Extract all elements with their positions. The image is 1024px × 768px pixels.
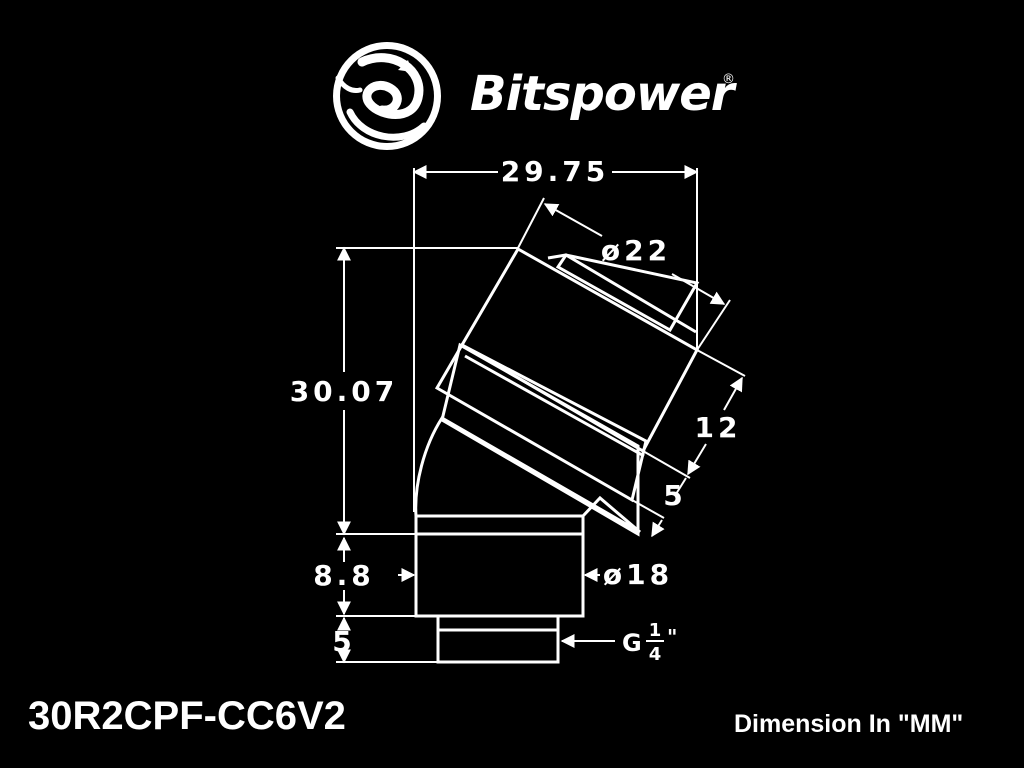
unit-note: Dimension In "MM" [734, 710, 964, 738]
lower-collar [440, 342, 640, 537]
base-section [414, 532, 585, 618]
label-base-height: 8.8 [313, 559, 375, 592]
label-base-diameter: ø18 [603, 558, 673, 591]
thread-numerator: 1 [649, 620, 662, 641]
fitting-outline [414, 246, 700, 664]
label-thread-height: 5 [332, 625, 355, 658]
o-ring-band [434, 343, 648, 503]
label-angled-length: 12 [695, 411, 742, 444]
thread-suffix: " [667, 625, 677, 649]
thread-spec-label: G 1 4 " [622, 620, 677, 665]
thread-denominator: 4 [649, 644, 662, 665]
dragon-emblem-icon [333, 42, 441, 150]
label-angled-diameter: ø22 [601, 234, 671, 267]
label-ring-width: 5 [663, 479, 686, 512]
thread-section [436, 614, 560, 664]
dimension-lines [336, 165, 746, 664]
label-total-width: 29.75 [501, 155, 610, 188]
model-number: 30R2CPF-CC6V2 [28, 694, 346, 738]
dimension-labels: 29.75 ø22 30.07 12 5 8.8 ø18 5 G 1 4 " [290, 155, 742, 665]
label-total-height: 30.07 [290, 375, 399, 408]
elbow-section [414, 415, 641, 534]
registered-mark: ® [722, 72, 735, 87]
brand-name: Bitspower [470, 66, 734, 122]
thread-prefix: G [622, 629, 642, 657]
